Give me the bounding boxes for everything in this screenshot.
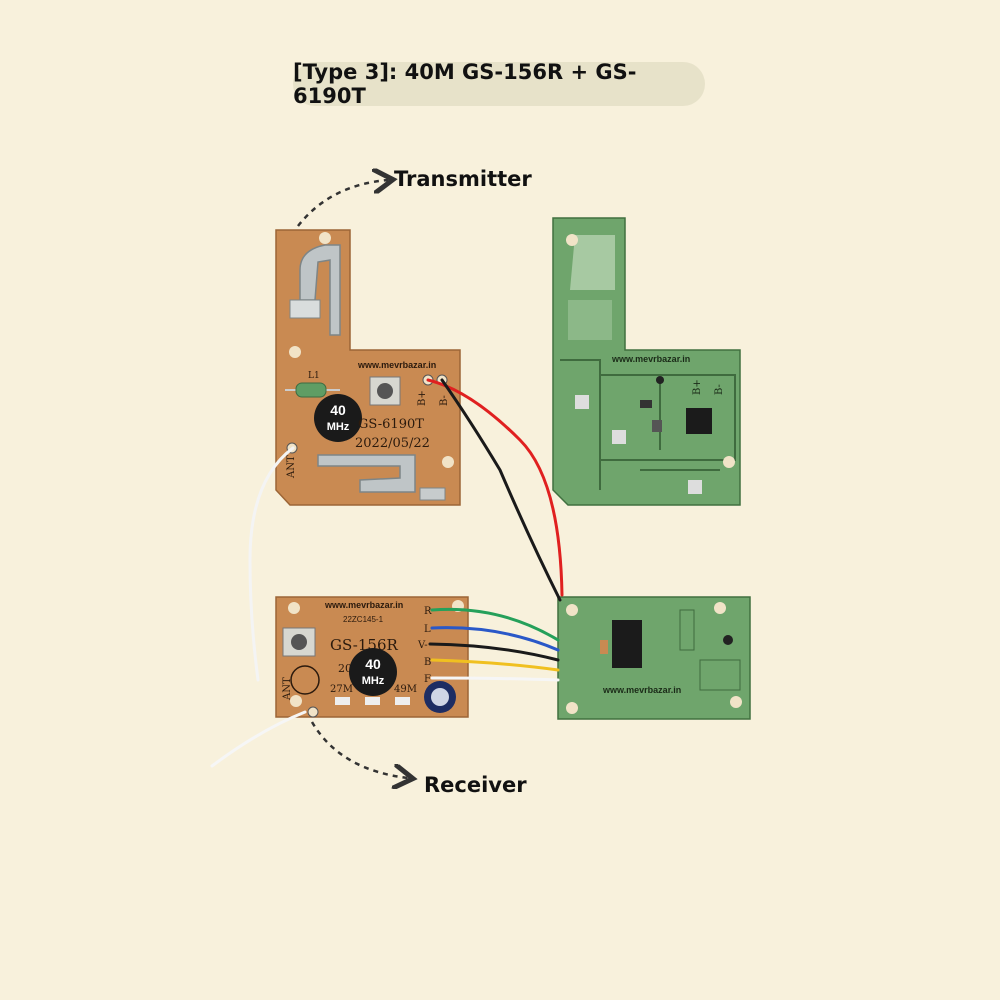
- receiver-pad-r: R: [424, 606, 432, 617]
- red-wire: [426, 378, 564, 597]
- yellow-wire: [430, 658, 560, 672]
- transmitter-bminus-label: B-: [439, 395, 450, 406]
- receiver-watermark: www.mevrbazar.in: [324, 600, 403, 610]
- receiver-freq-left: 27M: [330, 684, 353, 695]
- green-wire: [430, 607, 560, 642]
- transmitter-contact-top: [299, 244, 341, 336]
- black-signal-wire: [428, 642, 560, 662]
- transmitter-watermark: www.mevrbazar.in: [357, 360, 436, 370]
- transmitter-bplus-label: B+: [417, 390, 428, 406]
- transmitter-ant-label: ANT: [286, 455, 297, 479]
- white-wire: [430, 676, 560, 682]
- receiver-crystal-freq: 40: [365, 656, 381, 672]
- receiver-crystal-unit: MHz: [362, 675, 385, 687]
- transmitter-arrow: [297, 180, 388, 227]
- transmitter-board: L1 40 MHz GS-6190T 2022/05/22 www.mevrba…: [275, 229, 461, 506]
- transmitter-label: Transmitter: [394, 167, 532, 191]
- inductor-label: L1: [308, 371, 320, 381]
- transmitter-crystal-freq: 40: [330, 402, 346, 418]
- decoder-board: www.mevrbazar.in: [557, 596, 751, 720]
- receiver-pad-l: L: [424, 624, 431, 635]
- transmitter-back-bminus-label: B-: [714, 384, 725, 395]
- transmitter-antenna-wire: [248, 446, 295, 682]
- receiver-arrow: [310, 721, 408, 778]
- receiver-freq-right: 49M: [394, 684, 417, 695]
- receiver-pad-f: F: [424, 674, 431, 685]
- transmitter-crystal-unit: MHz: [327, 421, 350, 433]
- receiver-board: www.mevrbazar.in 22ZC145-1 GS-156R 201 2…: [275, 596, 469, 718]
- blue-wire: [430, 626, 560, 652]
- receiver-ant-label: ANT: [282, 677, 293, 701]
- inductor: [295, 382, 327, 398]
- transmitter-model: GS-6190T: [358, 417, 424, 432]
- receiver-antenna-wire: [210, 710, 307, 768]
- receiver-pad-v: V-: [417, 640, 428, 651]
- decoder-watermark: www.mevrbazar.in: [602, 685, 681, 695]
- black-wire: [440, 378, 562, 602]
- receiver-label-text: Receiver: [424, 773, 527, 797]
- transmitter-date: 2022/05/22: [355, 436, 430, 451]
- transmitter-contact-bottom: [317, 454, 416, 493]
- receiver-crystal: [349, 648, 397, 696]
- transmitter-back-bplus-label: B+: [692, 379, 703, 395]
- decoder-ic: [612, 620, 642, 668]
- transmitter-label-text: Transmitter: [394, 167, 532, 191]
- receiver-trimmer: [282, 627, 316, 657]
- transmitter-crystal: [314, 394, 362, 442]
- page-title: [Type 3]: 40M GS-156R + GS-6190T: [293, 60, 705, 108]
- receiver-pad-b: B: [424, 657, 431, 668]
- receiver-label: Receiver: [424, 773, 527, 797]
- transmitter-ic: [686, 408, 712, 434]
- wires: [210, 378, 564, 768]
- transmitter-board-back: www.mevrbazar.in B+ B-: [552, 217, 741, 506]
- transmitter-back-watermark: www.mevrbazar.in: [611, 354, 690, 364]
- receiver-code: 22ZC145-1: [343, 615, 384, 624]
- page-title-text: [Type 3]: 40M GS-156R + GS-6190T: [293, 60, 637, 108]
- receiver-model: GS-156R: [330, 636, 399, 654]
